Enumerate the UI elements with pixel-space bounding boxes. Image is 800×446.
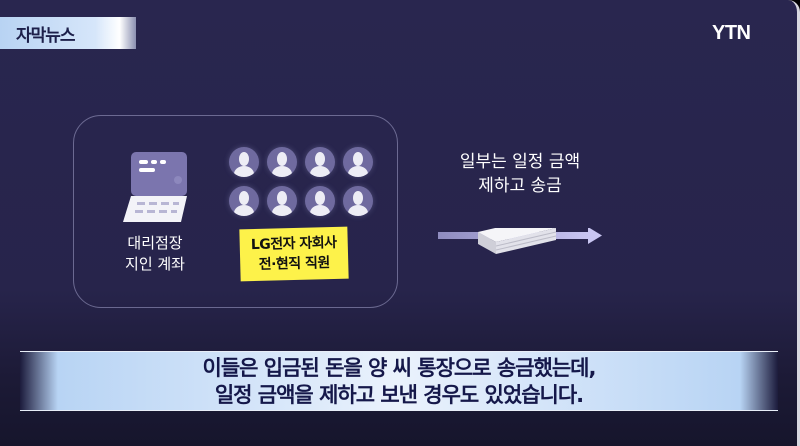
person-icon [343, 186, 373, 216]
person-icon [229, 147, 259, 177]
person-icon [267, 186, 297, 216]
person-icon [343, 147, 373, 177]
transfer-arrow-icon [438, 228, 602, 254]
employees-tag: LG전자 자회사 전·현직 직원 [239, 226, 349, 282]
person-icon [229, 186, 259, 216]
laptop-card-icon [123, 152, 187, 222]
program-badge: 자막뉴스 [0, 17, 136, 49]
ytn-logo: YTN [712, 22, 751, 44]
money-stack-icon [478, 228, 557, 254]
person-icon [305, 186, 335, 216]
person-icon [267, 147, 297, 177]
employee-avatars [229, 147, 373, 216]
account-label: 대리점장 지인 계좌 [125, 234, 185, 273]
transfer-label: 일부는 일정 금액 제하고 송금 [459, 152, 581, 196]
subtitle-caption: 이들은 입금된 돈을 양 씨 통장으로 송금했는데, 일정 금액을 제하고 보낸… [20, 351, 778, 411]
group-box [73, 115, 398, 308]
person-icon [305, 147, 335, 177]
